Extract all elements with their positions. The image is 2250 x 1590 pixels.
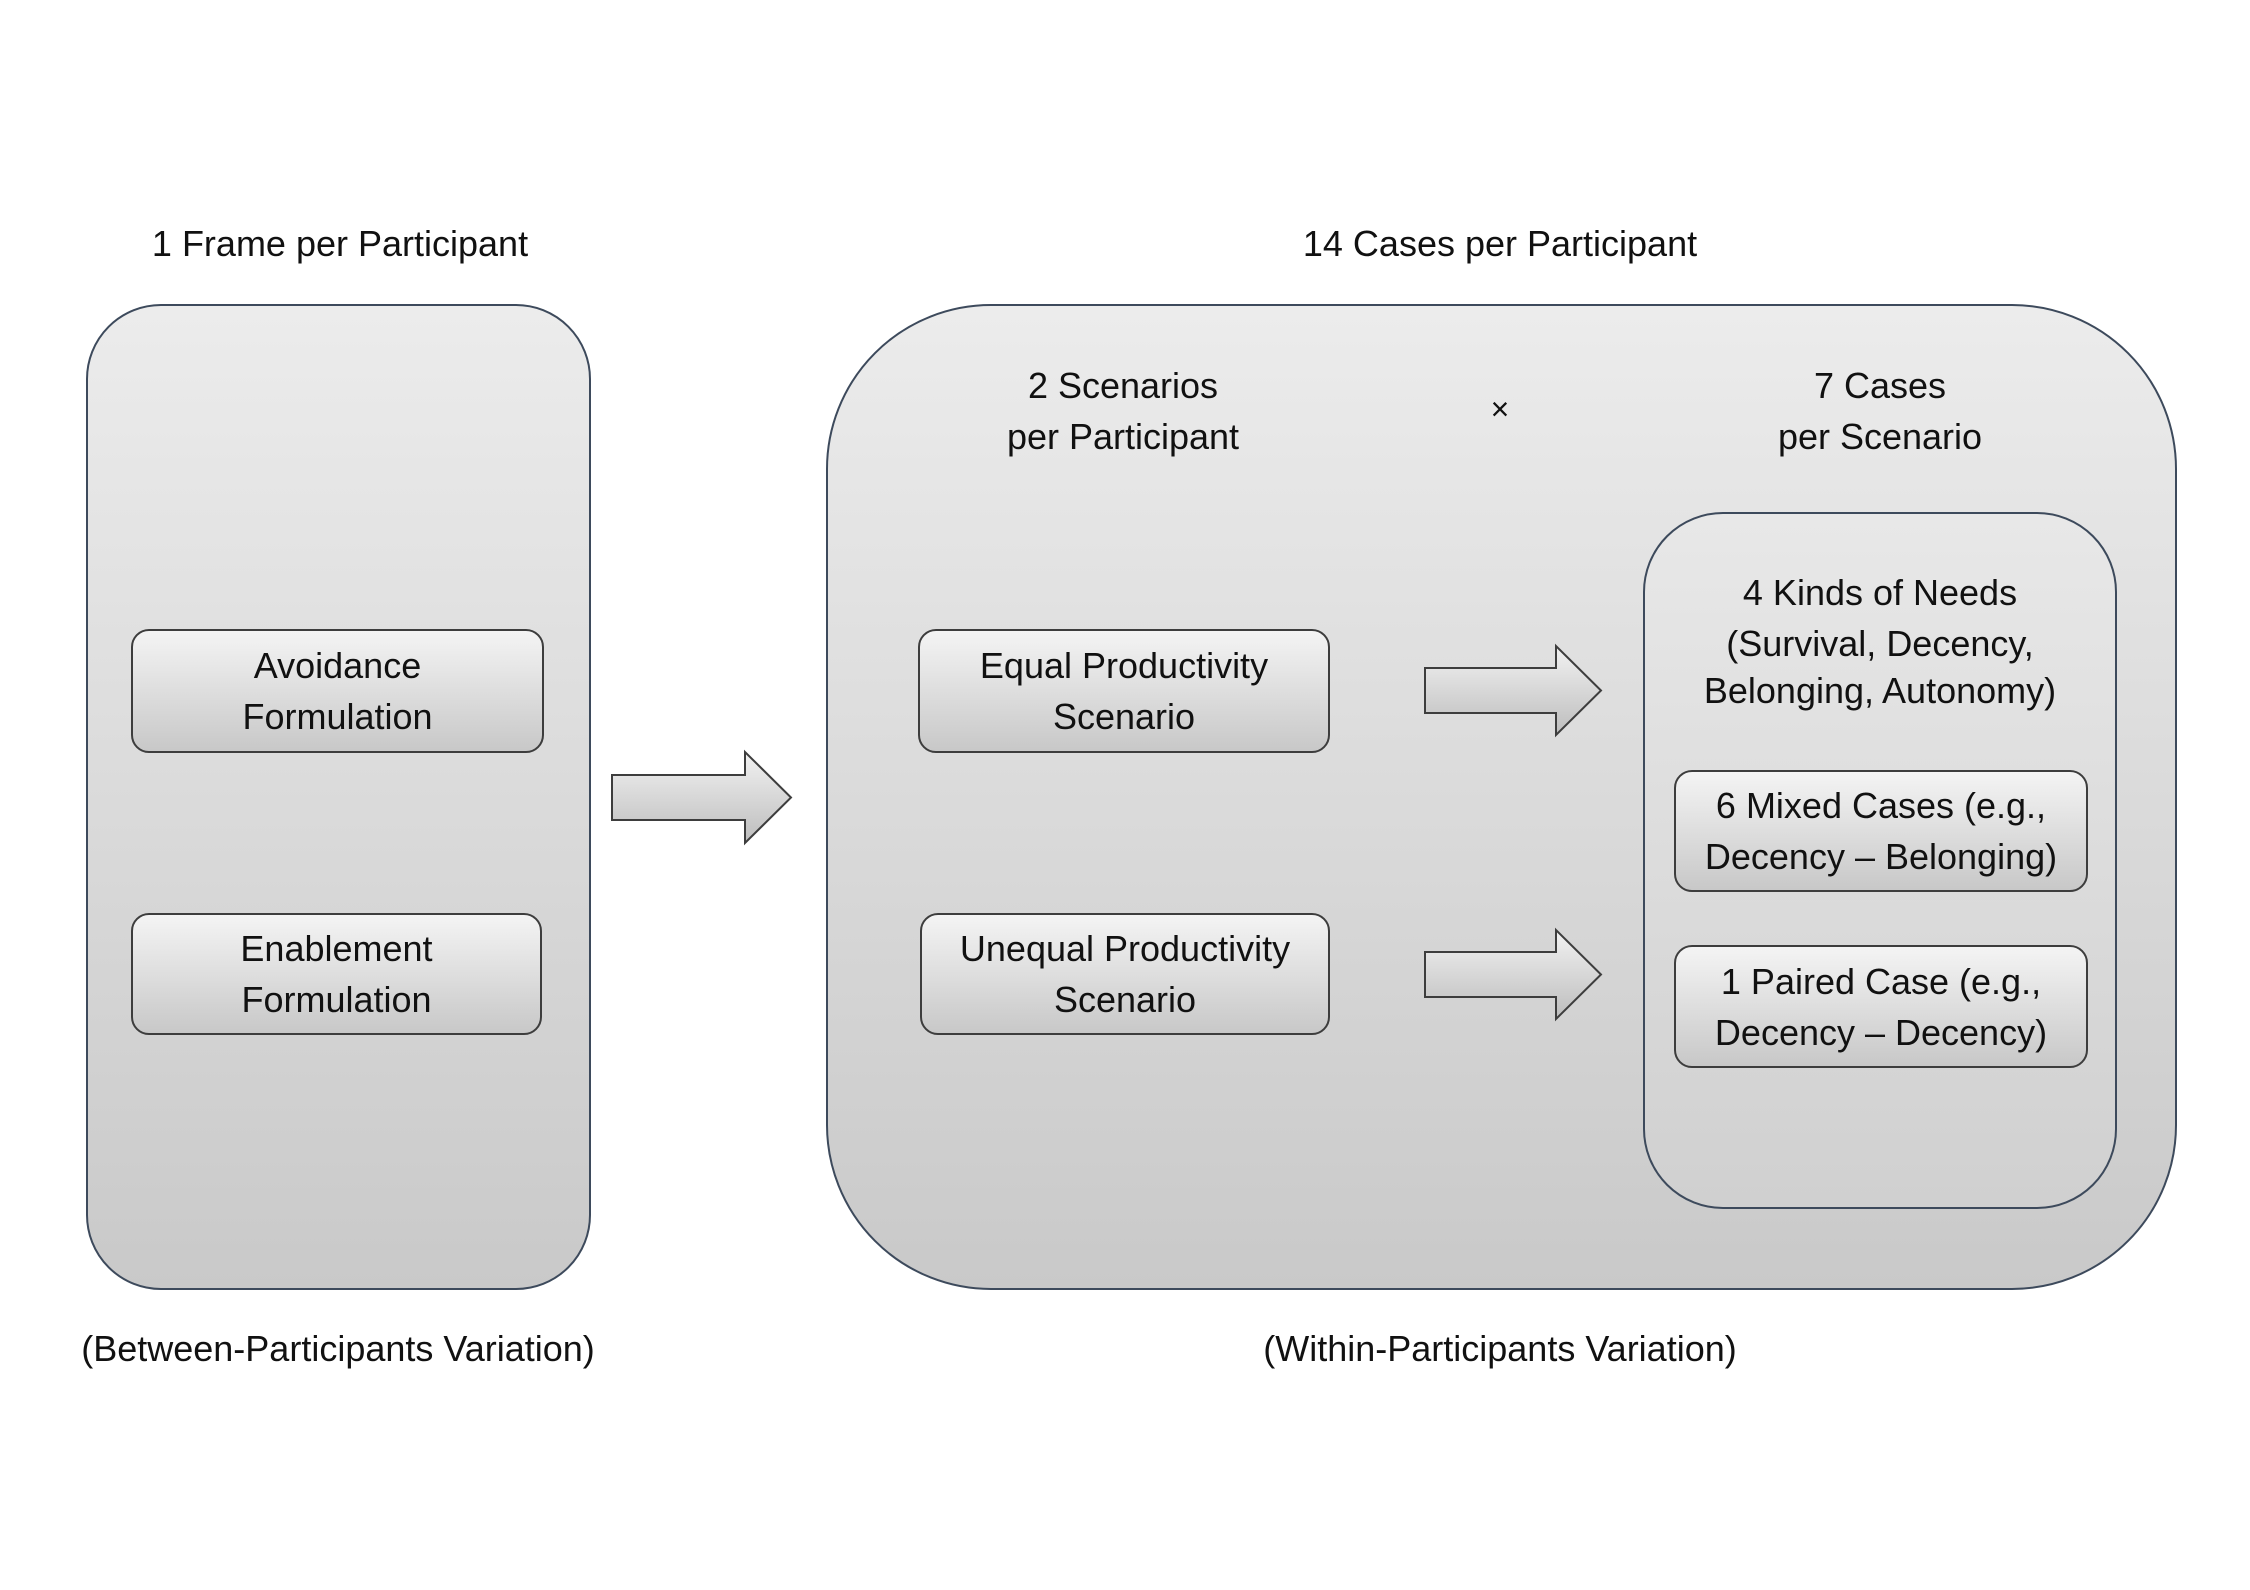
unequal-productivity-scenario-box: Unequal Productivity Scenario bbox=[920, 913, 1330, 1035]
paired-case-line1: 1 Paired Case (e.g., bbox=[1720, 960, 2042, 1002]
mixed-cases-line2: Decency – Belonging) bbox=[1704, 836, 2058, 877]
avoidance-formulation-line1: Avoidance bbox=[253, 645, 422, 686]
scenarios-header: 2 Scenarios per Participant bbox=[923, 360, 1323, 462]
enablement-formulation-line1: Enablement bbox=[240, 928, 433, 969]
mixed-cases-line1: 6 Mixed Cases (e.g., bbox=[1715, 785, 2047, 826]
cases-header: 7 Cases per Scenario bbox=[1680, 360, 2080, 462]
left-column-header: 1 Frame per Participant bbox=[151, 223, 529, 264]
equal-productivity-line1: Equal Productivity bbox=[979, 645, 1269, 686]
enablement-formulation-line2: Formulation bbox=[241, 979, 432, 1020]
avoidance-formulation-box: Avoidance Formulation bbox=[131, 629, 544, 753]
unequal-productivity-line2: Scenario bbox=[1053, 979, 1197, 1020]
equal-productivity-line2: Scenario bbox=[1052, 696, 1196, 737]
equal-productivity-scenario-box: Equal Productivity Scenario bbox=[918, 629, 1330, 753]
between-panels-arrow bbox=[611, 749, 793, 846]
scenarios-header-line1: 2 Scenarios bbox=[1027, 365, 1219, 406]
equal-scenario-arrow bbox=[1424, 643, 1603, 738]
cases-header-line2: per Scenario bbox=[1777, 416, 1983, 457]
avoidance-formulation-line2: Formulation bbox=[242, 696, 433, 737]
needs-line2: (Survival, Decency, bbox=[1726, 623, 2034, 664]
cases-header-line1: 7 Cases bbox=[1813, 365, 1947, 406]
between-participants-panel bbox=[86, 304, 591, 1290]
right-column-footer: (Within-Participants Variation) bbox=[1263, 1328, 1737, 1369]
paired-case-line2: Decency – Decency) bbox=[1714, 1011, 2048, 1053]
right-column-header: 14 Cases per Participant bbox=[1302, 223, 1698, 264]
mixed-cases-box: 6 Mixed Cases (e.g., Decency – Belonging… bbox=[1674, 770, 2088, 892]
needs-line3: Belonging, Autonomy) bbox=[1703, 670, 2057, 711]
paired-case-box: 1 Paired Case (e.g., Decency – Decency) bbox=[1674, 945, 2088, 1068]
times-symbol: × bbox=[1490, 391, 1510, 427]
unequal-productivity-line1: Unequal Productivity bbox=[959, 928, 1291, 969]
needs-label: 4 Kinds of Needs (Survival, Decency, Bel… bbox=[1680, 567, 2080, 716]
scenarios-header-line2: per Participant bbox=[1006, 416, 1240, 457]
left-column-footer: (Between-Participants Variation) bbox=[81, 1328, 595, 1369]
needs-line1: 4 Kinds of Needs bbox=[1742, 572, 2018, 613]
unequal-scenario-arrow bbox=[1424, 927, 1603, 1022]
enablement-formulation-box: Enablement Formulation bbox=[131, 913, 542, 1035]
